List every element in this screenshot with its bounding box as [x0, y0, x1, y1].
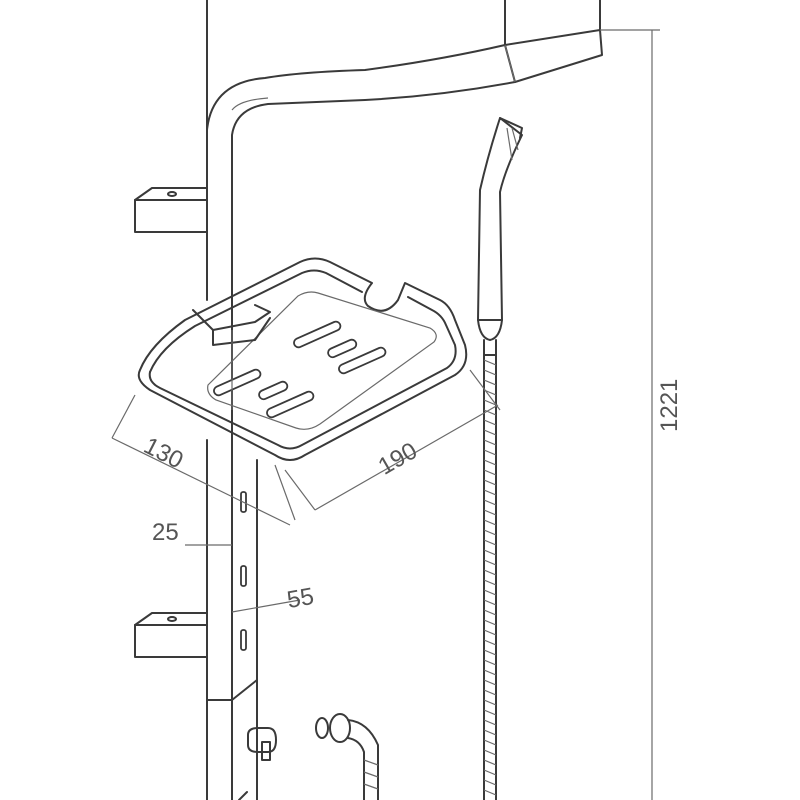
dim-label-tray-width: 190: [374, 437, 422, 480]
soap-tray: [137, 257, 468, 461]
dim-label-total-height: 1221: [656, 379, 683, 432]
diverter-valve: [206, 679, 277, 800]
dim-label-rail-width: 25: [152, 519, 179, 546]
hose-connector: [315, 713, 379, 800]
top-pipe: [206, 0, 601, 151]
dim-label-rail-offset: 55: [285, 583, 316, 614]
shower-hose: [483, 354, 497, 800]
rain-shower-arm: [206, 29, 603, 301]
dim-label-tray-depth: 130: [139, 432, 187, 474]
lower-wall-bracket: [134, 612, 208, 658]
hand-shower: [477, 117, 523, 356]
upper-wall-bracket: [134, 187, 208, 233]
dimension-lines: [111, 29, 660, 800]
